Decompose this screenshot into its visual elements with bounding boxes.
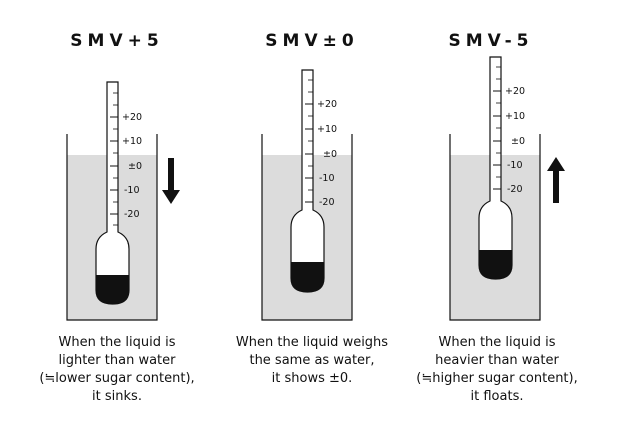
scale-label: -10 xyxy=(319,173,335,184)
scale-label: -20 xyxy=(124,209,140,220)
panel-title: SMV-5 xyxy=(449,31,534,51)
scale-label: -20 xyxy=(507,184,523,195)
caption-line: it floats. xyxy=(470,389,524,404)
scale-label: -10 xyxy=(507,160,523,171)
beaker xyxy=(261,134,353,321)
scale-label: -20 xyxy=(319,197,335,208)
scale-label: +10 xyxy=(317,124,337,135)
caption-line: heavier than water xyxy=(435,353,559,368)
ballast xyxy=(291,262,324,292)
caption-line: When the liquid is xyxy=(58,335,176,350)
ballast xyxy=(96,275,129,304)
caption-line: (≒lower sugar content), xyxy=(39,371,195,386)
hydrometer xyxy=(478,56,513,280)
panel-smv-minus: SMV-5 +20 +10 ±0 -10 -20 xyxy=(449,31,565,321)
ballast xyxy=(479,250,512,279)
scale-label: ±0 xyxy=(323,149,337,160)
scale-label: +20 xyxy=(505,86,525,97)
beaker xyxy=(449,134,541,321)
scale-label: +20 xyxy=(122,112,142,123)
scale-label: +20 xyxy=(317,99,337,110)
panel-smv-zero: SMV±0 +20 +10 ±0 -10 -20 xyxy=(261,31,358,321)
caption-line: it shows ±0. xyxy=(271,371,353,386)
caption-line: (≒higher sugar content), xyxy=(416,371,578,386)
beaker xyxy=(66,134,158,321)
hydrometer xyxy=(290,69,325,293)
caption-line: lighter than water xyxy=(58,353,176,368)
hydrometer xyxy=(95,81,130,305)
arrow-down-icon xyxy=(162,158,180,204)
scale-label: +10 xyxy=(505,111,525,122)
scale-label: ±0 xyxy=(511,136,525,147)
caption-sinks: When the liquid is lighter than water (≒… xyxy=(22,334,212,406)
panel-smv-plus: SMV+5 +20 +10 ±0 -10 -20 xyxy=(66,31,180,321)
caption-floats: When the liquid is heavier than water (≒… xyxy=(402,334,592,406)
scale-label: ±0 xyxy=(128,161,142,172)
panel-title: SMV±0 xyxy=(265,31,358,51)
scale-label: +10 xyxy=(122,136,142,147)
caption-line: When the liquid weighs xyxy=(235,335,389,350)
arrow-up-icon xyxy=(547,157,565,203)
caption-line: When the liquid is xyxy=(438,335,556,350)
caption-line: the same as water, xyxy=(249,353,375,368)
caption-line: it sinks. xyxy=(92,389,142,404)
panel-title: SMV+5 xyxy=(70,31,163,51)
scale-label: -10 xyxy=(124,185,140,196)
caption-shows-zero: When the liquid weighs the same as water… xyxy=(217,334,407,388)
